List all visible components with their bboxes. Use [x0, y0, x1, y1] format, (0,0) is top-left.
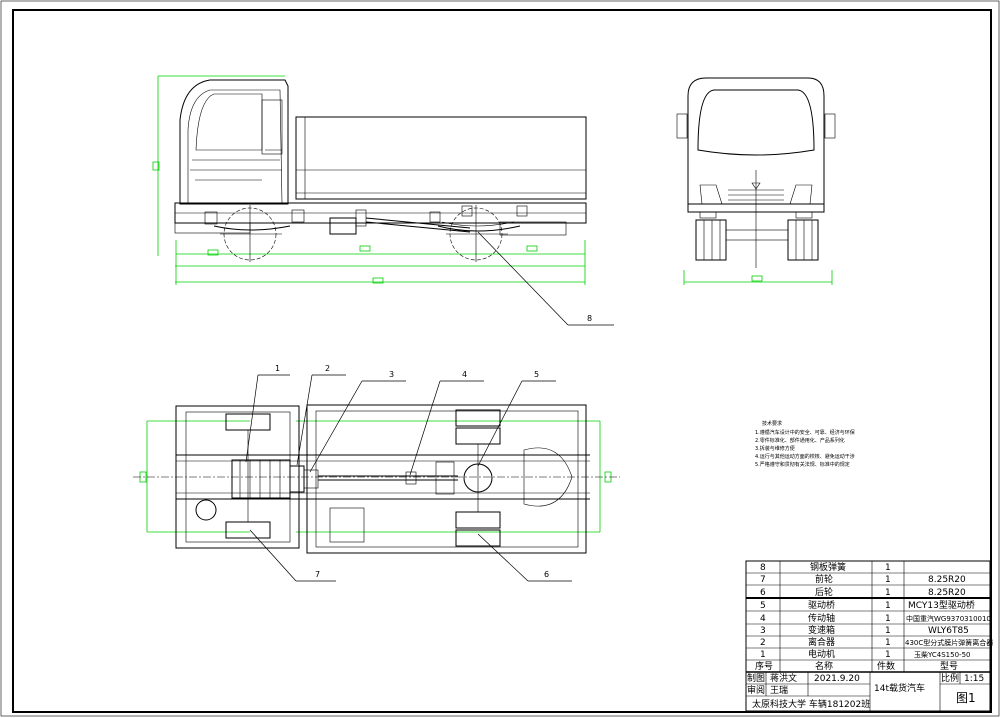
bom-row: 8 钢板弹簧 1 — [760, 561, 891, 573]
tech-req-line: 4.运行与其他运动方面的校核、避免运动干涉 — [755, 453, 855, 460]
bom-model: 中国重汽WG9370310010 — [906, 614, 991, 623]
callout-8: 8 — [587, 314, 592, 323]
drafter-name: 蒋洪文 — [770, 672, 797, 684]
bom-name: 前轮 — [815, 573, 833, 585]
callout-1: 1 — [275, 364, 280, 373]
bom-no: 8 — [760, 563, 766, 573]
tech-req-line: 5.严格遵守和贯彻有关法规、标准中的规定 — [755, 461, 850, 468]
tech-req-line: 1.遵循汽车设计中的安全、可靠、经济与环保 — [755, 429, 855, 436]
bom-qty: 1 — [885, 650, 891, 660]
bom-no: 7 — [760, 575, 766, 585]
bom-row: 2 离合器 1 430C型分式膜片弹簧离合器 — [760, 636, 993, 648]
bom-qty: 1 — [885, 614, 891, 624]
bom-name: 电动机 — [808, 648, 835, 660]
tech-req-title: 技术要求 — [762, 420, 782, 427]
drawing-title: 14t载货汽车 — [874, 682, 925, 694]
top-view: 1 2 3 4 5 6 7 — [133, 364, 620, 582]
callout-7: 7 — [315, 570, 320, 579]
bom-model: MCY13型驱动桥 — [908, 599, 975, 611]
bom-header-qty: 件数 — [877, 660, 895, 672]
bom-no: 6 — [760, 588, 766, 598]
scale-value: 1:15 — [964, 674, 984, 684]
drafter-label: 制图 — [747, 672, 765, 684]
bom-row: 4 传动轴 1 中国重汽WG9370310010 — [760, 612, 991, 624]
bom-model: 玉柴YC4S150-50 — [914, 650, 970, 659]
bom-no: 4 — [760, 614, 766, 624]
bom-qty: 1 — [885, 588, 891, 598]
scale-label: 比例 — [941, 672, 959, 684]
bom-table: 8 钢板弹簧 1 7 前轮 1 8.25R20 6 后轮 1 8.25R20 5… — [755, 561, 993, 672]
bom-no: 5 — [760, 601, 766, 611]
callout-2: 2 — [325, 364, 330, 373]
bom-row: 6 后轮 1 8.25R20 — [760, 586, 966, 598]
school-name: 太原科技大学 车辆181202班 — [752, 698, 870, 710]
bom-qty: 1 — [885, 626, 891, 636]
bom-name: 后轮 — [815, 586, 833, 598]
bom-header: 序号 名称 件数 型号 — [755, 660, 958, 672]
bom-row: 7 前轮 1 8.25R20 — [760, 573, 966, 585]
bom-header-name: 名称 — [815, 660, 833, 672]
bom-no: 3 — [760, 626, 766, 636]
bom-qty: 1 — [885, 563, 891, 573]
reviewer-name: 王瑞 — [770, 684, 788, 696]
tech-req-line: 3.拆装与维修方便 — [755, 445, 795, 452]
callout-3: 3 — [389, 370, 394, 379]
bom-qty: 1 — [885, 601, 891, 611]
technical-requirements: 技术要求 1.遵循汽车设计中的安全、可靠、经济与环保 2.零件标准化、部件通用化… — [755, 420, 855, 468]
callout-5: 5 — [534, 370, 539, 379]
bom-name: 离合器 — [808, 636, 835, 648]
callout-4: 4 — [462, 370, 467, 379]
inner-border — [12, 9, 992, 713]
bom-header-model: 型号 — [940, 661, 958, 672]
bom-no: 1 — [760, 650, 766, 660]
bom-name: 传动轴 — [808, 612, 835, 624]
bom-qty: 1 — [885, 575, 891, 585]
bom-model: WLY6T85 — [928, 626, 969, 636]
bom-name: 驱动桥 — [808, 599, 835, 611]
bom-name: 变速箱 — [808, 624, 835, 636]
bom-header-no: 序号 — [755, 660, 773, 672]
bom-no: 2 — [760, 638, 766, 648]
title-block — [745, 560, 991, 712]
reviewer-label: 审阅 — [747, 684, 765, 696]
callout-6: 6 — [544, 570, 549, 579]
bom-model: 8.25R20 — [928, 588, 966, 598]
bom-row: 1 电动机 1 玉柴YC4S150-50 — [760, 648, 970, 660]
bom-model: 8.25R20 — [928, 575, 966, 585]
front-view — [676, 77, 836, 285]
side-view: 8 — [152, 75, 614, 326]
drafted-date: 2021.9.20 — [814, 674, 860, 684]
bom-row: 5 驱动桥 1 MCY13型驱动桥 — [760, 599, 975, 611]
bom-row: 3 变速箱 1 WLY6T85 — [760, 624, 969, 636]
title-block-text: 制图 蒋洪文 2021.9.20 审阅 王瑞 14t载货汽车 比例 1:15 太… — [747, 672, 984, 710]
tech-req-line: 2.零件标准化、部件通用化、产品系列化 — [755, 437, 845, 444]
bom-qty: 1 — [885, 638, 891, 648]
bom-name: 钢板弹簧 — [810, 561, 846, 573]
bom-model: 430C型分式膜片弹簧离合器 — [905, 638, 993, 647]
sheet-number: 图1 — [956, 691, 976, 705]
